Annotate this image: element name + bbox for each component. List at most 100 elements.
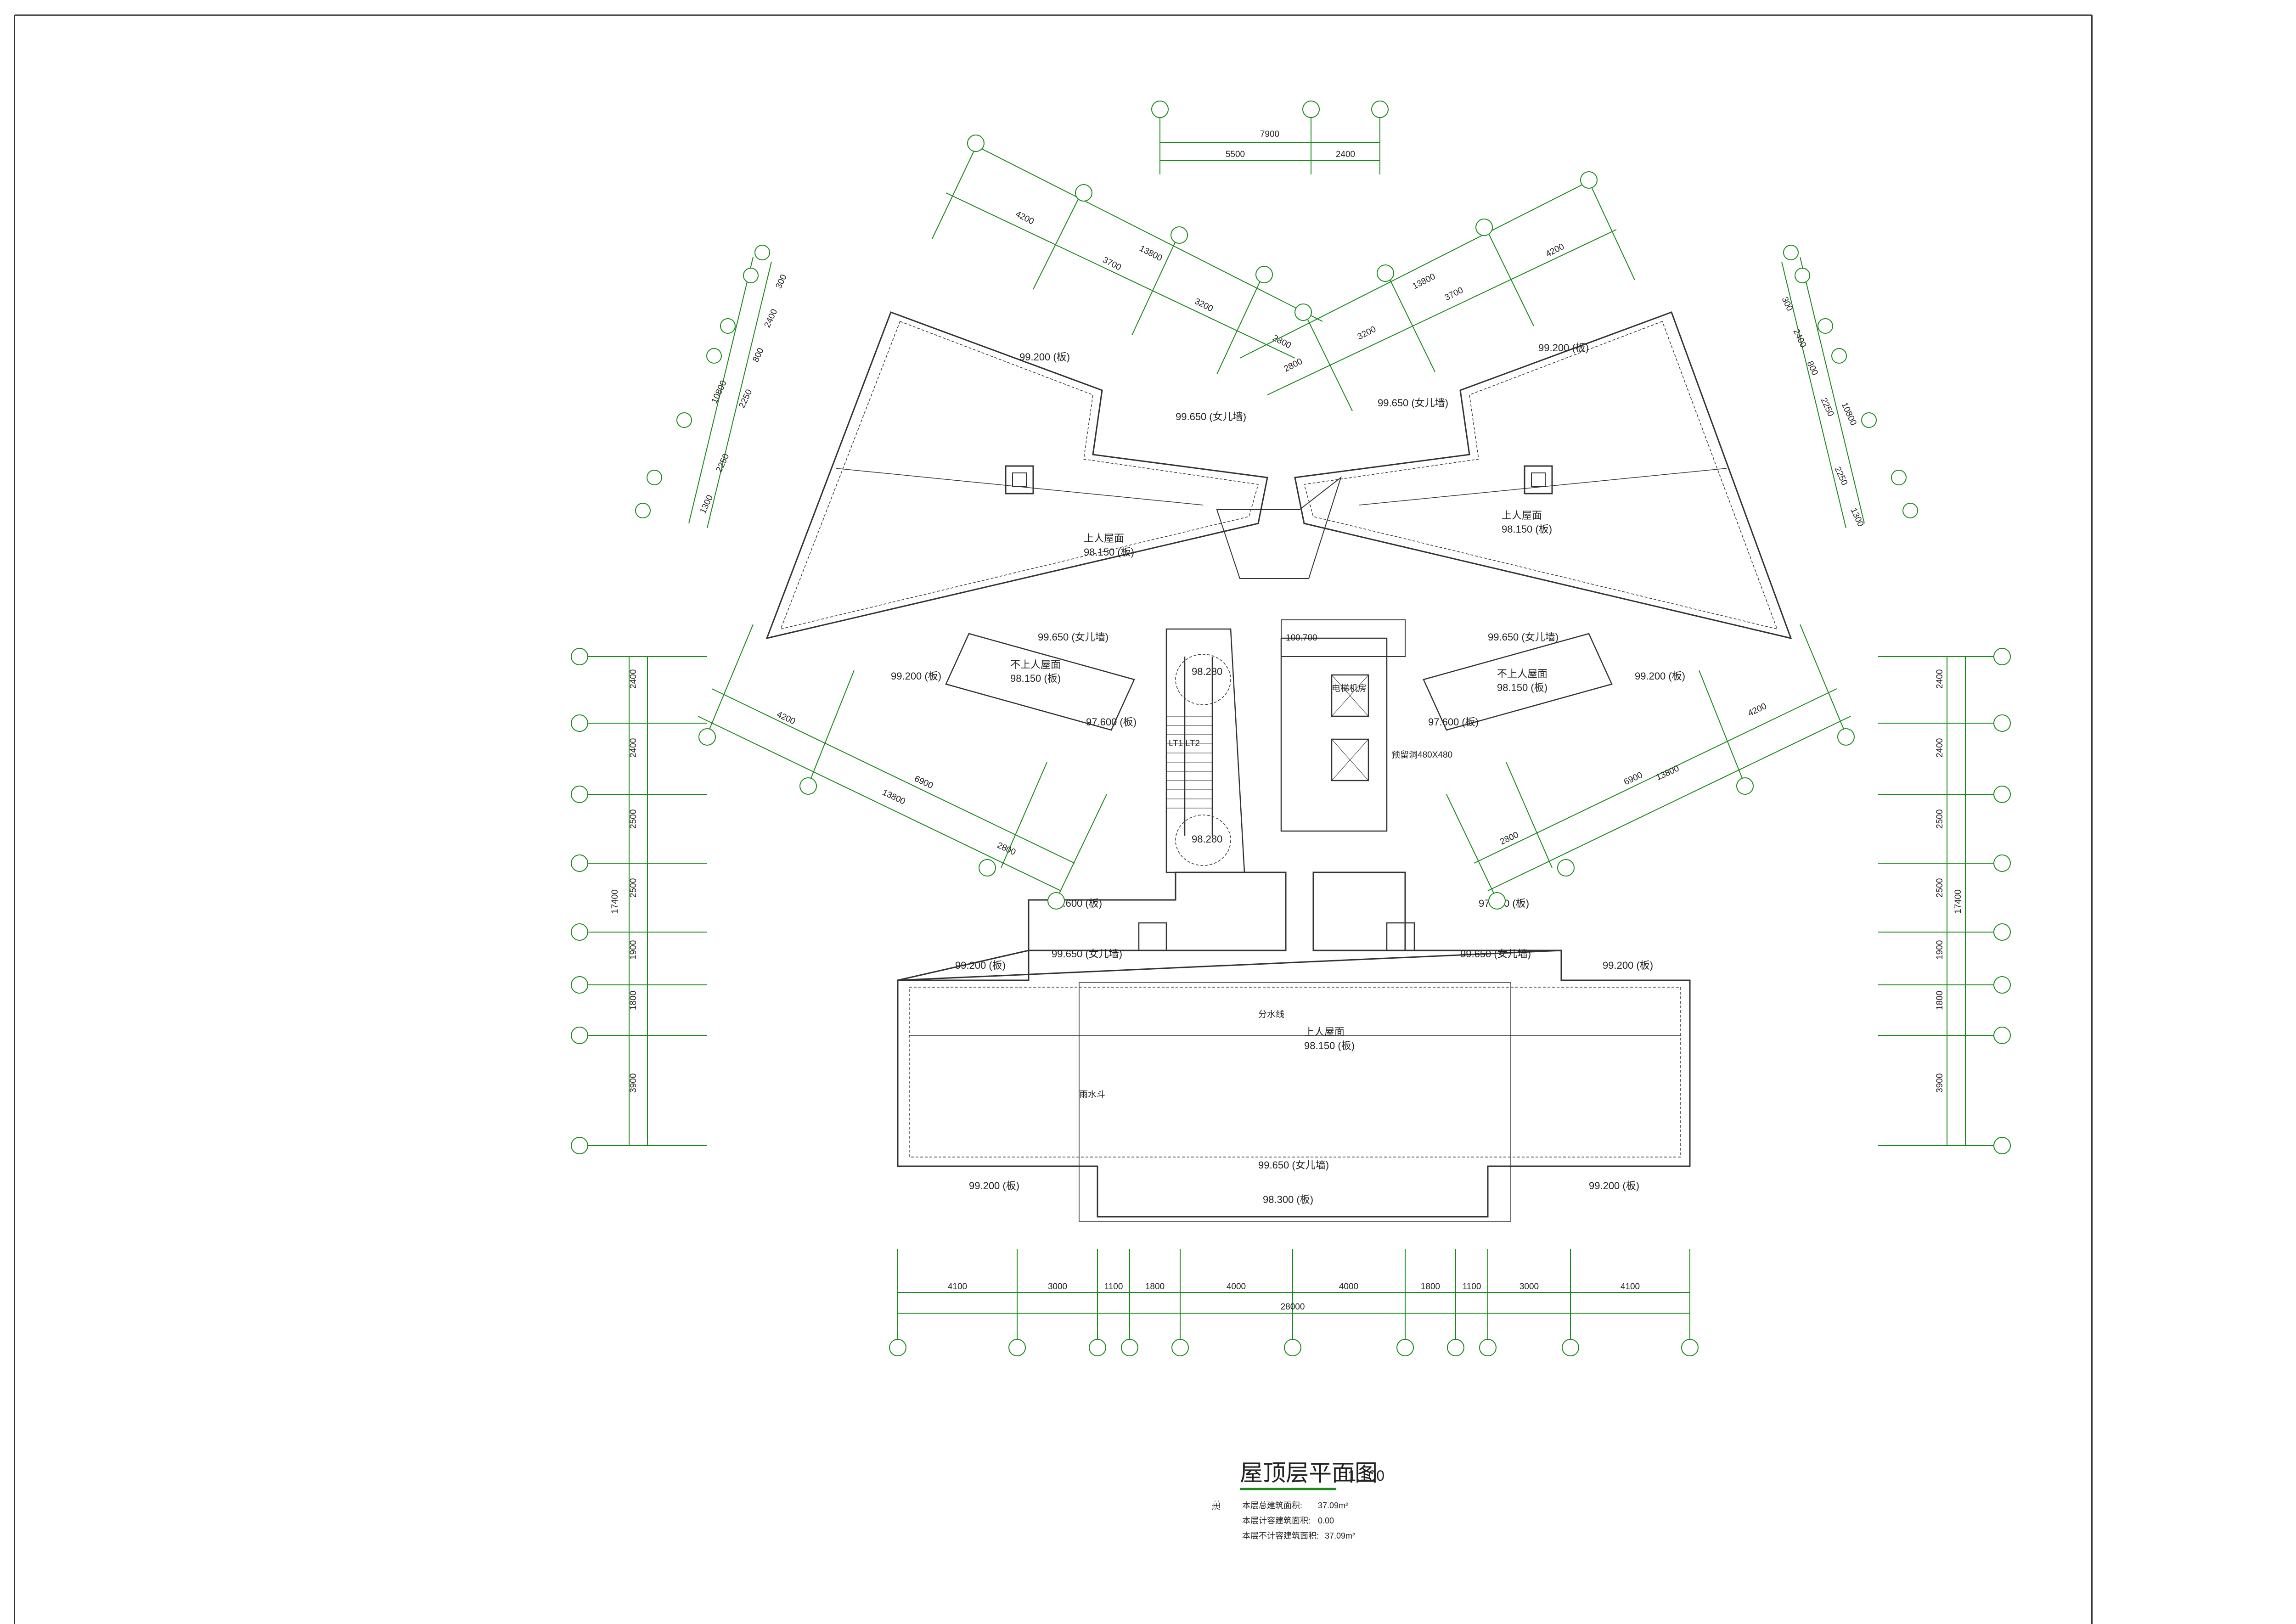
- ul-level-99650: 99.650 (女儿墙): [1176, 411, 1246, 422]
- rc-dim-4: 2250: [1818, 396, 1835, 418]
- bottom-dim-10: 4100: [1621, 1282, 1640, 1292]
- ur-dim-5: 4200: [1544, 242, 1566, 259]
- stair-label: LT1 LT2: [1169, 739, 1200, 748]
- left-dim-5: 1900: [629, 940, 638, 960]
- bottom-dim-7: 1800: [1421, 1282, 1440, 1292]
- main-level-99200-bottom-left: 99.200 (板): [969, 1180, 1019, 1191]
- lr-level-99200: 99.200 (板): [1635, 670, 1685, 682]
- main-lower-roof: [897, 871, 1691, 1222]
- stair-level-bottom: 98.280: [1192, 833, 1222, 845]
- ul-level-99200: 99.200 (板): [1019, 351, 1070, 363]
- ul-dim-1: 4200: [1014, 209, 1035, 227]
- lr-dim-2: 6900: [1622, 770, 1644, 787]
- bottom-dim-9: 3000: [1519, 1282, 1539, 1292]
- rc-dim-3: 800: [1805, 360, 1819, 377]
- rc-dim-2: 2400: [1791, 327, 1808, 349]
- left-column-dims: [635, 245, 772, 528]
- area-row-2-value: 0.00: [1318, 1516, 1334, 1525]
- main-divide-label: 分水线: [1258, 1009, 1284, 1019]
- area-row-1-value: 37.09m²: [1318, 1501, 1348, 1510]
- area-row-3-label: 本层不计容建筑面积:: [1242, 1531, 1319, 1540]
- lc-dim-2: 2400: [762, 308, 779, 329]
- left-dim-1: 2400: [629, 669, 638, 689]
- area-row-2-label: 本层计容建筑面积:: [1242, 1516, 1311, 1525]
- main-roof-walkable: 上人屋面: [1304, 1026, 1345, 1038]
- elevator-core: [1280, 619, 1406, 832]
- ll-roof-non-walkable: 不上人屋面: [1010, 659, 1061, 670]
- left-dim-total: 17400: [610, 889, 620, 914]
- left-dim-4: 2500: [629, 878, 638, 898]
- lower-left-diagonal-dims: [698, 624, 1107, 910]
- ur-dim-2: 3200: [1356, 325, 1378, 342]
- right-column-dims: [1781, 245, 1918, 528]
- left-column-dim-labels: 300 2400 800 2250 10800 2250 1300: [698, 273, 788, 516]
- ll-level-97600: 97.600 (板): [1086, 716, 1137, 728]
- ll-level-99200: 99.200 (板): [891, 670, 941, 682]
- ur-level-99200: 99.200 (板): [1538, 342, 1589, 354]
- area-row-1-label: 本层总建筑面积:: [1242, 1501, 1302, 1510]
- upper-left-wing: [765, 311, 1268, 640]
- left-dim-2: 2400: [629, 738, 638, 758]
- ll-dim-3: 13800: [881, 787, 907, 806]
- main-level-99200-right: 99.200 (板): [1603, 960, 1653, 971]
- lower-right-small-roof: [1423, 633, 1613, 731]
- top-dim-segment-1: 5500: [1226, 150, 1245, 159]
- lr-dim-3: 13800: [1654, 764, 1681, 782]
- top-dim-segment-2: 2400: [1336, 150, 1355, 159]
- right-dim-7: 3900: [1935, 1073, 1945, 1093]
- ur-dim-3: 13800: [1411, 272, 1437, 292]
- bottom-dim-4: 1800: [1145, 1282, 1165, 1292]
- ur-level-98150: 98.150 (板): [1502, 523, 1552, 535]
- right-side-dimension-chain: [1878, 648, 2011, 1154]
- lc-dim-5: 10800: [709, 379, 728, 405]
- upper-left-diagonal-dims: [932, 135, 1323, 375]
- left-dim-6: 1800: [629, 991, 638, 1010]
- left-side-dimension-chain: [571, 648, 707, 1154]
- main-rainwater-label: 雨水斗: [1079, 1090, 1105, 1100]
- ul-roof-walkable: 上人屋面: [1084, 533, 1124, 544]
- note-label: 注:: [1212, 1500, 1221, 1511]
- bottom-dim-3: 1100: [1104, 1282, 1123, 1292]
- elevator-level-100700: 100.700: [1286, 633, 1317, 643]
- right-side-dimension-labels: 2400 2400 2500 2500 1900 1800 3900 17400: [1935, 669, 1963, 1093]
- lr-level-98150: 98.150 (板): [1497, 682, 1548, 693]
- bottom-dim-2: 3000: [1048, 1282, 1067, 1292]
- main-level-98300: 98.300 (板): [1263, 1194, 1313, 1205]
- lr-dim-1: 2800: [1498, 830, 1520, 847]
- bottom-dim-8: 1100: [1463, 1282, 1481, 1292]
- left-side-dimension-labels: 2400 2400 2500 2500 1900 1800 3900 17400: [610, 669, 638, 1093]
- right-dim-5: 1900: [1935, 940, 1945, 960]
- lr-level-99650: 99.650 (女儿墙): [1488, 631, 1559, 643]
- left-dim-3: 2500: [629, 809, 638, 829]
- main-level-99200-left: 99.200 (板): [955, 960, 1006, 971]
- main-level-99650-left: 99.650 (女儿墙): [1052, 948, 1122, 960]
- lower-left-small-roof: [945, 633, 1135, 731]
- lc-dim-6: 2250: [714, 452, 731, 474]
- bottom-dim-1: 4100: [948, 1282, 967, 1292]
- right-dim-total: 17400: [1953, 889, 1963, 914]
- upper-left-diagonal-dim-labels: 4200 13800 3700 3200 2800: [1014, 209, 1293, 351]
- main-level-99650-right: 99.650 (女儿墙): [1460, 948, 1531, 960]
- vent-note: 预留洞480X480: [1391, 750, 1452, 760]
- ur-level-99650: 99.650 (女儿墙): [1378, 397, 1448, 409]
- ur-roof-walkable: 上人屋面: [1502, 510, 1542, 521]
- right-dim-6: 1800: [1935, 991, 1945, 1010]
- upper-right-diagonal-dims: [1239, 171, 1635, 411]
- right-dim-1: 2400: [1935, 669, 1945, 689]
- lc-dim-3: 800: [751, 347, 765, 364]
- top-dim-total: 7900: [1260, 129, 1279, 139]
- ur-dim-4: 3700: [1443, 286, 1465, 303]
- main-level-98150: 98.150 (板): [1304, 1040, 1355, 1051]
- rc-dim-1: 300: [1779, 295, 1794, 313]
- left-dim-7: 3900: [629, 1073, 638, 1093]
- bottom-dim-6: 4000: [1339, 1282, 1358, 1292]
- ur-dim-1: 2800: [1283, 357, 1304, 374]
- ul-dim-2: 13800: [1138, 244, 1164, 264]
- area-row-3-value: 37.09m²: [1325, 1531, 1355, 1540]
- main-level-99200-bottom-right: 99.200 (板): [1589, 1180, 1639, 1191]
- stair-level-top: 98.280: [1192, 666, 1222, 677]
- lower-right-diagonal-dim-labels: 2800 6900 13800 4200: [1498, 702, 1768, 847]
- upper-right-wing: [1294, 311, 1792, 640]
- bottom-dimension-labels: 4100 3000 1100 1800 4000 4000 1800 1100 …: [948, 1282, 1640, 1312]
